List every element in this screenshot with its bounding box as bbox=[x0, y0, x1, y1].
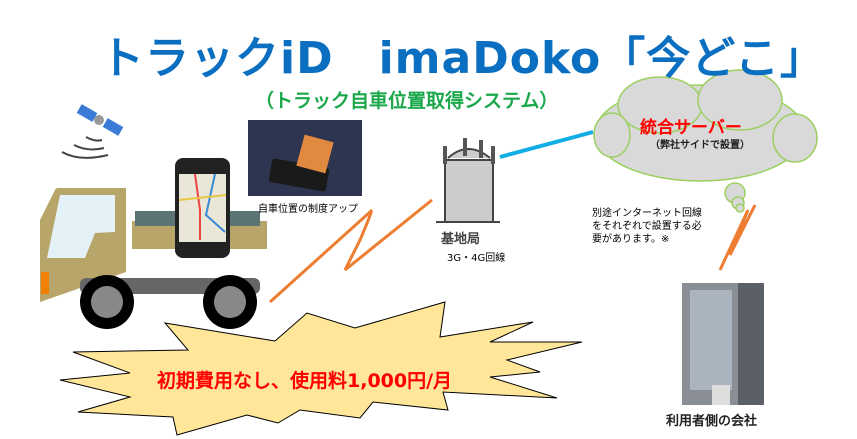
internet-line-note: 別途インターネット回線をそれぞれで設置する必要があります。※ bbox=[592, 208, 702, 245]
office-building-icon bbox=[682, 283, 764, 405]
server-title: 統合サーバー bbox=[640, 118, 742, 138]
smartphone-map-icon bbox=[175, 158, 230, 258]
device-caption: 自車位置の制度アップ bbox=[258, 204, 358, 215]
pricing-promo: 初期費用なし、使用料1,000円/月 bbox=[157, 370, 453, 392]
network-lines-label: 3G・4G回線 bbox=[447, 253, 506, 264]
wireless-link-company-to-server bbox=[718, 204, 757, 271]
wireless-link-truck-to-station bbox=[268, 198, 433, 304]
base-station-label: 基地局 bbox=[441, 232, 481, 247]
server-subtitle: （弊社サイドで設置） bbox=[650, 140, 750, 151]
truck-icon bbox=[40, 188, 267, 329]
page-title: トラックiD imaDoko「今どこ」 bbox=[100, 33, 825, 84]
link-station-to-server bbox=[499, 130, 594, 159]
promo-starburst bbox=[59, 301, 583, 436]
page-subtitle: （トラック自車位置取得システム） bbox=[255, 90, 559, 112]
server-cloud bbox=[593, 69, 818, 213]
company-label: 利用者側の会社 bbox=[666, 414, 758, 429]
gps-device-photo bbox=[248, 120, 362, 196]
base-station-icon bbox=[436, 138, 500, 223]
satellite-icon bbox=[61, 104, 124, 159]
